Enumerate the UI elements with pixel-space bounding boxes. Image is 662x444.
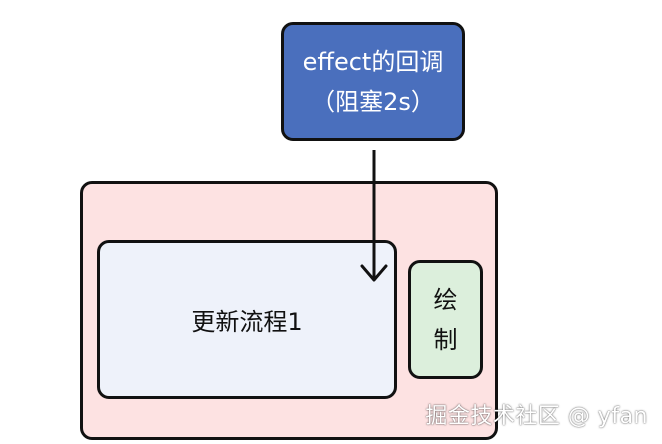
arrow-head-icon (360, 264, 388, 282)
effect-callback-label: effect的回调 (302, 47, 444, 76)
update-flow-box: 更新流程1 (97, 240, 397, 399)
effect-callback-note: （阻塞2s） (311, 87, 435, 116)
paint-box: 绘 制 (408, 260, 483, 379)
paint-label-char-1: 绘 (433, 285, 458, 314)
watermark: 掘金技术社区 @ yfan (425, 404, 648, 429)
update-flow-label: 更新流程1 (191, 308, 303, 336)
effect-callback-box: effect的回调 （阻塞2s） (281, 22, 465, 141)
paint-label-char-2: 制 (433, 325, 458, 354)
